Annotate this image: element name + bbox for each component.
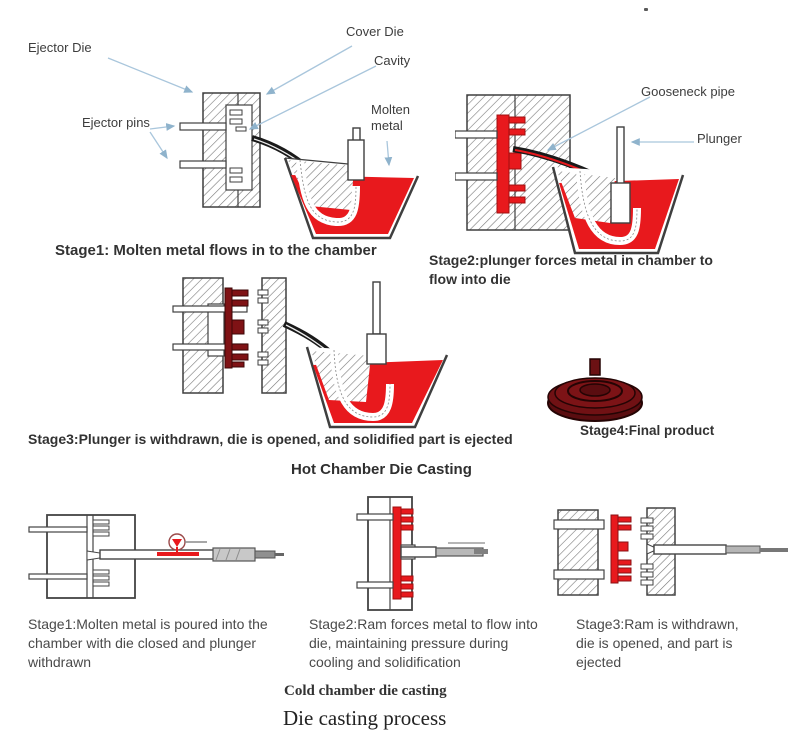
furnace-pot — [305, 281, 449, 429]
gooseneck-arrow — [546, 96, 651, 151]
ejector-pins — [172, 305, 248, 351]
hot-stage1-caption: Stage1: Molten metal flows in to the cha… — [55, 242, 377, 259]
hot-stage2-caption: Stage2:plunger forces metal in chamber t… — [429, 252, 713, 287]
ram-plunger — [212, 547, 284, 562]
hot-stage4-caption: Stage4:Final product — [580, 423, 715, 438]
hot-chamber-title: Hot Chamber Die Casting — [291, 461, 472, 478]
furnace-pot — [283, 127, 420, 240]
hot-stage3-caption: Stage3:Plunger is withdrawn, die is open… — [28, 431, 513, 447]
cold-stage1-caption: Stage1:Molten metal is poured into the c… — [28, 616, 268, 670]
ejector-pins-arrow-top — [149, 123, 176, 131]
label-ejector-die: Ejector Die — [28, 40, 92, 55]
ejector-die-open — [553, 509, 605, 596]
cover-die-arrow — [265, 45, 353, 95]
ejected-part — [610, 514, 632, 584]
hot-stage3-diagram — [172, 277, 449, 429]
ejector-pins — [179, 122, 227, 169]
filled-cavity — [496, 114, 526, 214]
cold-stage2-caption: Stage2:Ram forces metal to flow into die… — [309, 616, 538, 670]
plunger-rod — [366, 281, 387, 365]
cold-stage3-diagram — [553, 507, 788, 596]
ejector-pins — [356, 513, 394, 589]
die-block — [202, 92, 261, 208]
plunger-rod — [610, 126, 631, 224]
label-cavity: Cavity — [374, 53, 411, 68]
final-product — [547, 358, 643, 422]
ejector-die-open — [182, 277, 225, 394]
die-block — [466, 94, 571, 231]
cold-stage3-caption: Stage3:Ram is withdrawn, die is opened, … — [576, 616, 739, 670]
label-gooseneck-pipe: Gooseneck pipe — [641, 84, 735, 99]
solidified-part — [224, 287, 249, 369]
cold-stage2-diagram — [356, 496, 488, 611]
label-cover-die: Cover Die — [346, 24, 404, 39]
ejector-pins — [455, 130, 498, 181]
cavity-comb — [229, 109, 247, 183]
label-molten-metal: Molten metal — [371, 102, 411, 133]
label-plunger: Plunger — [697, 131, 742, 146]
cover-die-open — [257, 277, 287, 394]
ejector-pins-arrow-bottom — [149, 131, 168, 160]
ejector-die-arrow — [107, 57, 194, 93]
furnace-pot — [551, 126, 685, 255]
hot-stage2-diagram — [455, 94, 685, 255]
molten-metal-arrow — [384, 140, 393, 167]
cavity-arrow — [248, 65, 377, 130]
ram-plunger — [653, 544, 788, 555]
cold-stage1-diagram — [28, 514, 284, 599]
cold-chamber-title: Cold chamber die casting — [284, 683, 447, 699]
hot-stage1-diagram — [179, 92, 420, 240]
shot-chamber — [400, 544, 437, 560]
plunger-rod — [347, 127, 365, 181]
ram-plunger — [435, 542, 488, 557]
stray-mark — [644, 8, 648, 11]
ejector-pins — [28, 526, 88, 580]
label-ejector-pins: Ejector pins — [82, 115, 150, 130]
pouring-funnel — [168, 533, 207, 554]
page-title: Die casting process — [283, 706, 447, 730]
